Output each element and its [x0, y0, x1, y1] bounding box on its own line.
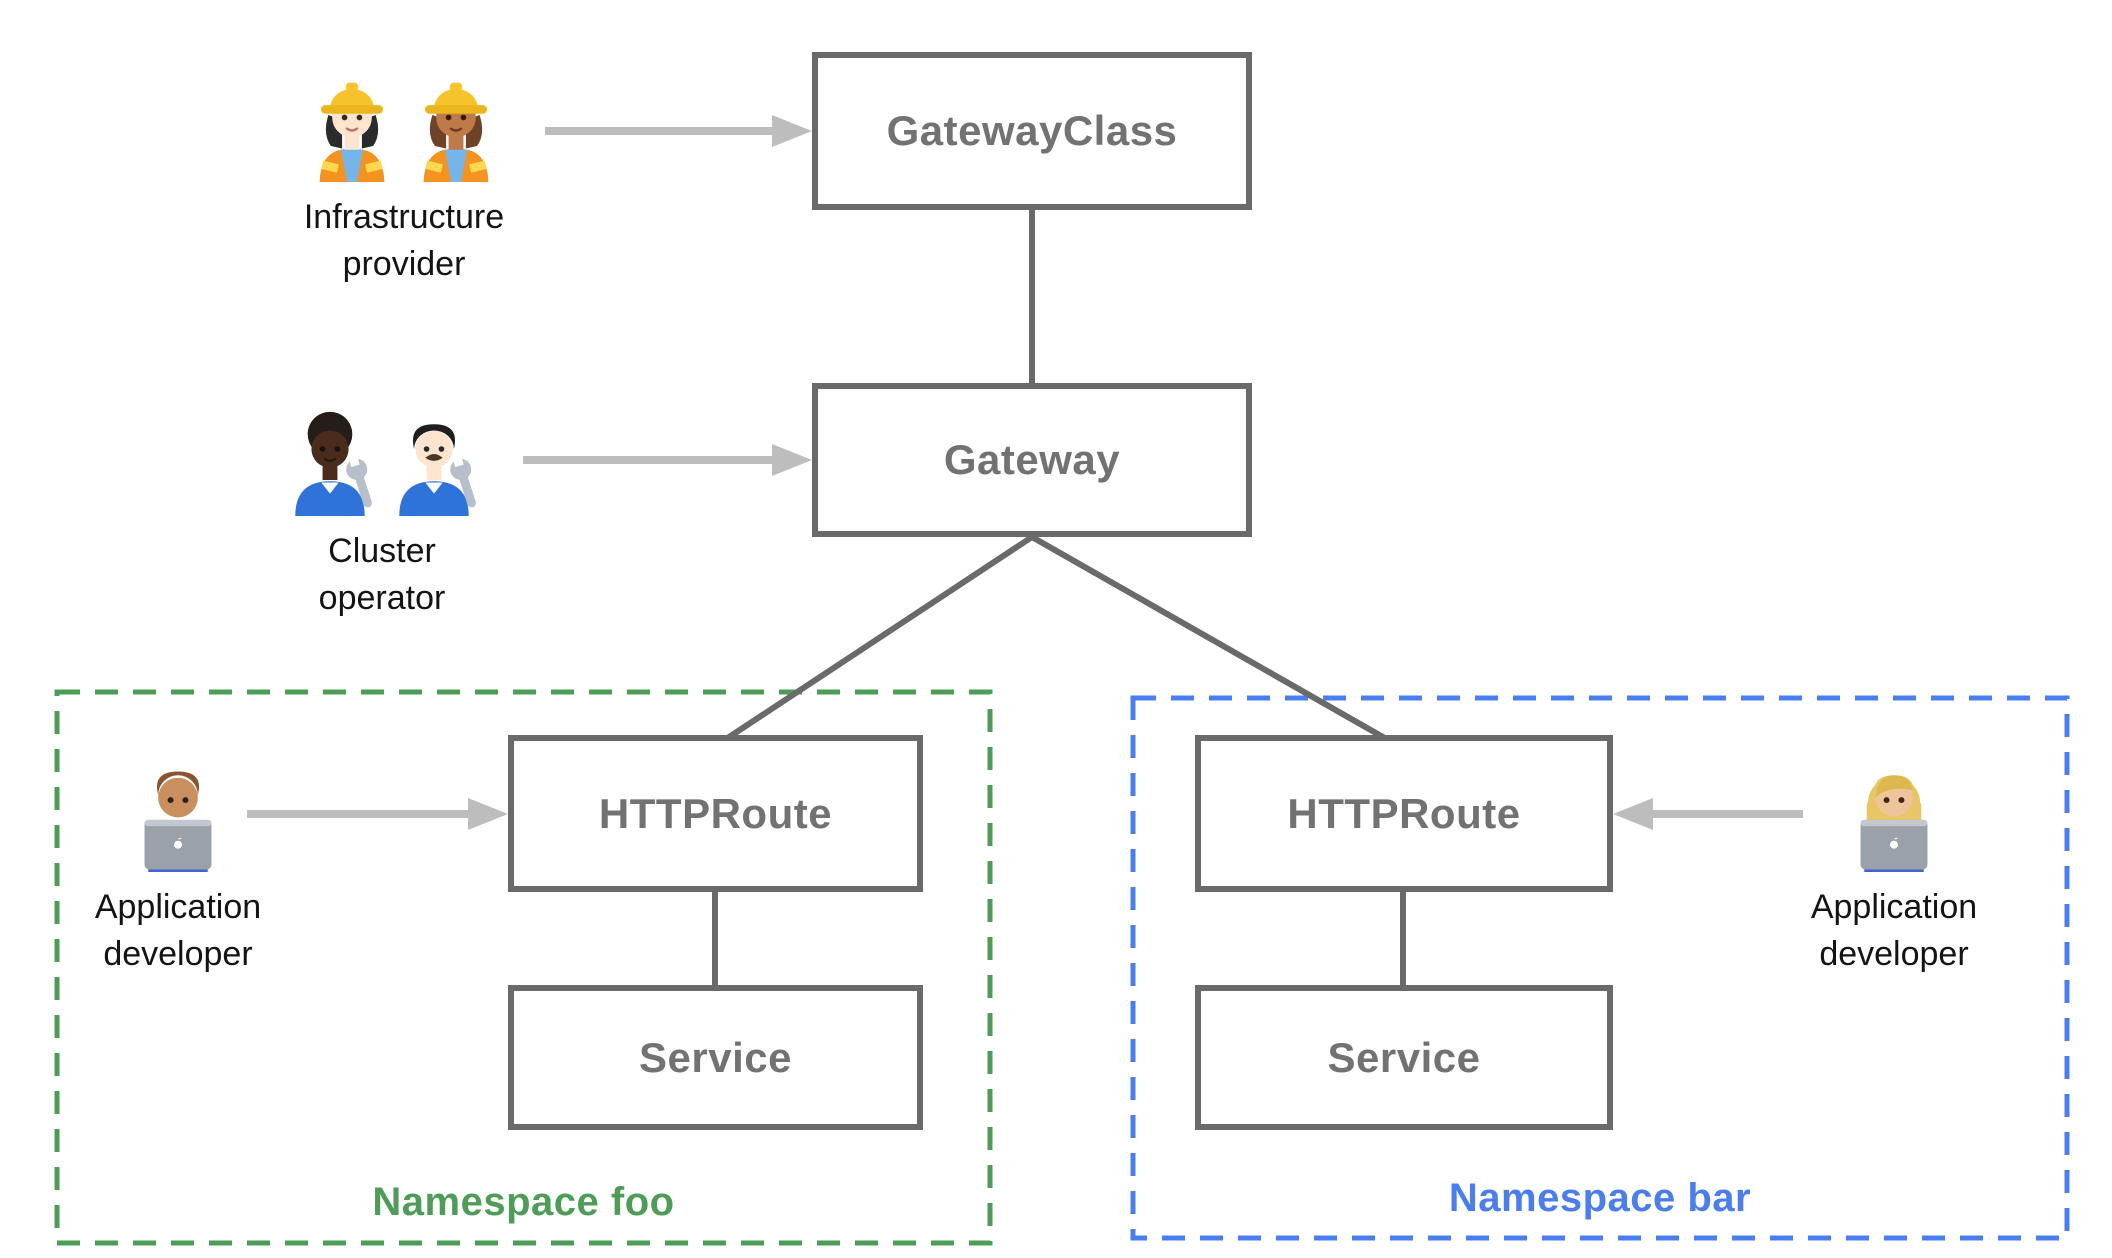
edge-gateway-httproute-bar — [1030, 534, 1399, 748]
edge-gateway-httproute-foo — [715, 534, 1034, 748]
namespace-foo-boundary — [54, 689, 993, 1246]
arrow-cluster-operator-to-gateway — [523, 444, 812, 476]
man-technologist-emoji — [128, 748, 228, 872]
namespace-foo-label: Namespace foo — [372, 1180, 675, 1224]
application-developer-foo-icons — [128, 748, 228, 872]
cluster-operator-icons — [280, 392, 484, 516]
node-gateway: Gateway — [812, 383, 1252, 537]
woman-technologist-emoji — [1844, 748, 1944, 872]
woman-construction-worker-medium-emoji — [406, 58, 506, 182]
mechanic-dark-emoji — [280, 392, 380, 516]
node-httproute-bar: HTTPRoute — [1195, 735, 1613, 892]
arrow-infrastructure-provider-to-gatewayclass — [545, 115, 812, 147]
persona-infrastructure-provider: Infrastructure provider — [252, 58, 556, 288]
application-developer-bar-label: Application developer — [1810, 888, 1978, 973]
application-developer-bar-icons — [1844, 748, 1944, 872]
node-httproute-foo: HTTPRoute — [508, 735, 923, 892]
node-service-foo: Service — [508, 985, 923, 1130]
infrastructure-provider-label: Infrastructure provider — [303, 198, 505, 283]
node-service-bar: Service — [1195, 985, 1613, 1130]
infrastructure-provider-icons — [302, 58, 506, 182]
arrow-application-developer-to-httproute-foo — [247, 798, 508, 830]
cluster-operator-label: Cluster operator — [318, 532, 446, 617]
namespace-bar-label: Namespace bar — [1448, 1176, 1752, 1220]
persona-application-developer-bar: Application developer — [1774, 748, 2014, 978]
persona-application-developer-foo: Application developer — [58, 748, 298, 978]
application-developer-foo-label: Application developer — [94, 888, 262, 973]
node-gatewayclass: GatewayClass — [812, 52, 1252, 210]
man-mechanic-light-emoji — [384, 392, 484, 516]
arrow-application-developer-to-httproute-bar — [1613, 798, 1803, 830]
woman-construction-worker-light-emoji — [302, 58, 402, 182]
namespace-bar-boundary — [1130, 695, 2070, 1241]
persona-cluster-operator: Cluster operator — [230, 392, 534, 622]
